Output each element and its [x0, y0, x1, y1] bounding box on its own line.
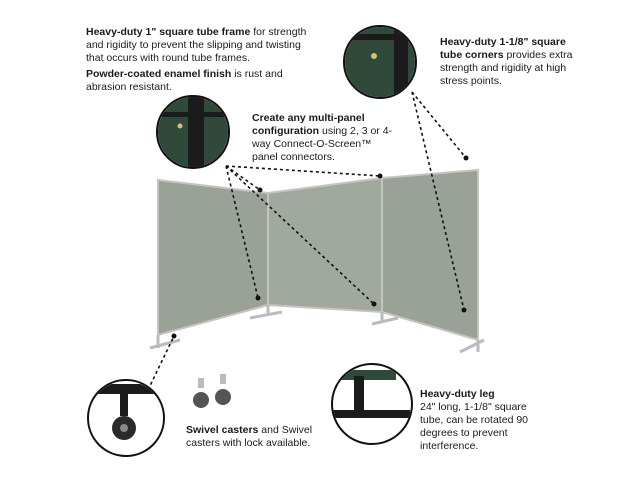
middle-panel	[267, 176, 383, 314]
left-panel	[157, 178, 269, 337]
callout-corners: Heavy-duty 1-1/8" square tube corners pr…	[440, 36, 573, 87]
callout-finish: Powder-coated enamel finish is rust and …	[86, 68, 283, 93]
caster-detail	[87, 379, 165, 457]
right-panel	[381, 168, 479, 342]
leg-detail	[331, 363, 413, 445]
callout-casters: Swivel casters and Swivel casters with l…	[186, 424, 313, 449]
connector-detail	[156, 95, 230, 169]
callout-frame: Heavy-duty 1" square tube frame for stre…	[86, 26, 307, 64]
corner-detail	[343, 25, 417, 99]
screen-panels	[149, 168, 485, 354]
loose-casters	[193, 374, 231, 408]
callout-config: Create any multi-panel configuration usi…	[252, 112, 393, 163]
